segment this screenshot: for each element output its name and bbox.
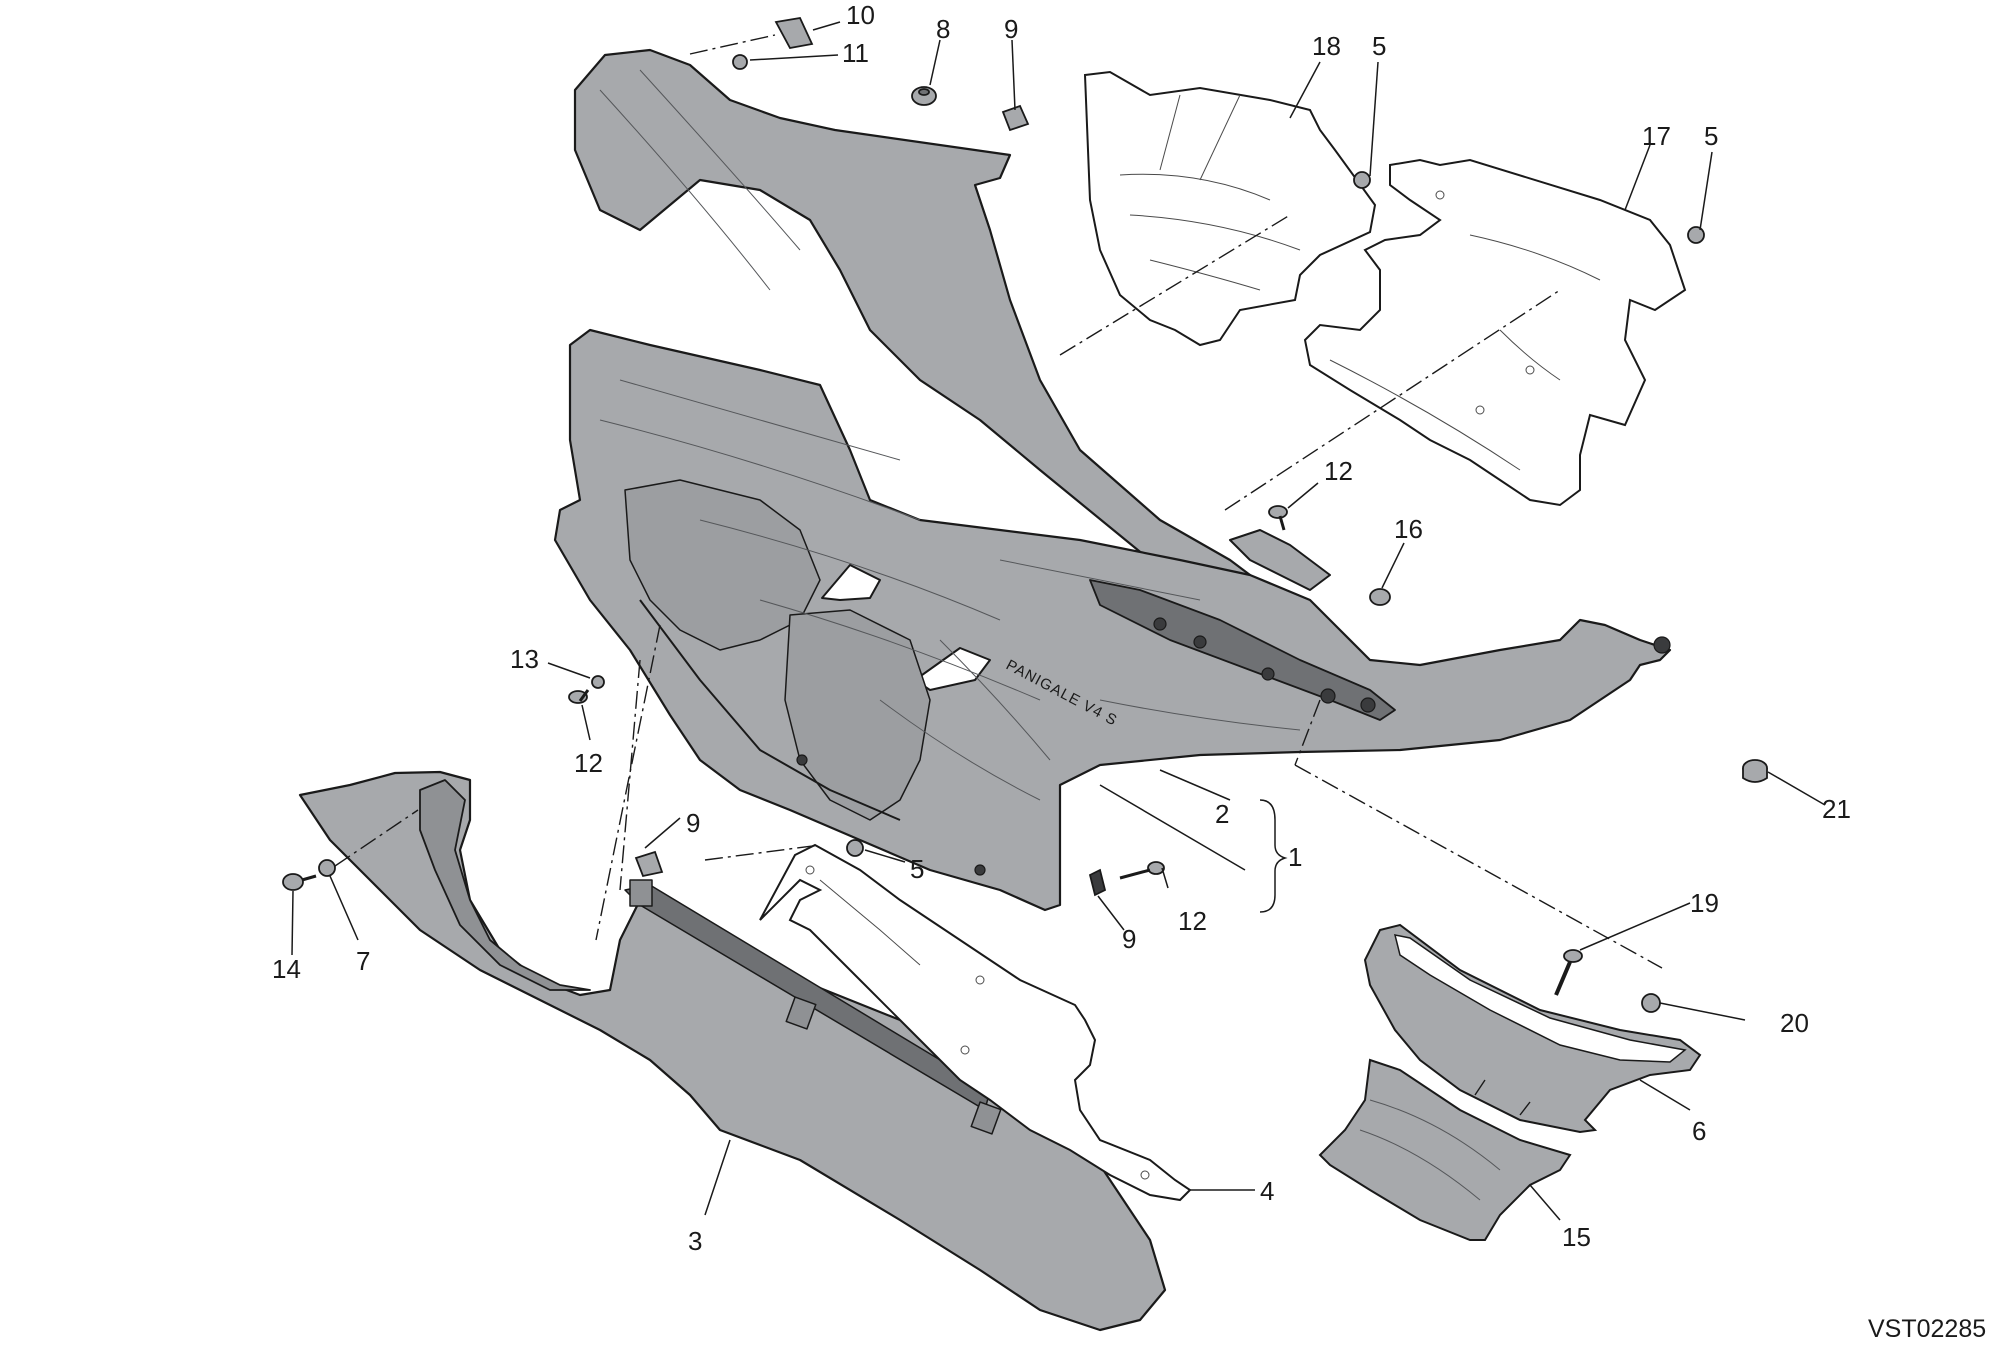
callout-18: 18	[1312, 31, 1341, 61]
callout-5: 5	[910, 854, 924, 884]
part-4-inner-panel	[759, 843, 1192, 1202]
callout-11: 11	[842, 38, 869, 68]
part-5-washer-c	[846, 839, 864, 857]
callout-9: 9	[1004, 14, 1018, 44]
fairing-vent-opening-1	[821, 564, 881, 601]
part-14-screw	[282, 873, 317, 891]
part-13-washer	[591, 675, 605, 689]
callout-15: 15	[1562, 1222, 1591, 1252]
callout-3: 3	[688, 1226, 702, 1256]
part-8-grommet	[911, 86, 937, 106]
fairing-lower-edge	[639, 599, 901, 821]
callout-13: 13	[510, 644, 539, 674]
fairing-rear-bracket	[1229, 529, 1331, 591]
leader-lines	[291, 21, 1826, 1221]
part-12-screw-a	[1268, 505, 1288, 531]
part-6-side-piece	[1363, 923, 1702, 1134]
assembly-lines	[334, 34, 1663, 1116]
fairing-holes	[796, 617, 1671, 876]
fairing-rib-panel	[784, 609, 931, 821]
callout-12: 12	[1178, 906, 1207, 936]
part-9-clip-left	[634, 850, 664, 878]
callout-19: 19	[1690, 888, 1719, 918]
part-12-screw-c	[1119, 861, 1165, 880]
fairing-vent-opening-2	[914, 647, 991, 691]
callout-8: 8	[936, 14, 950, 44]
fairing-dark-strip	[1089, 579, 1396, 721]
callout-2: 2	[1215, 799, 1229, 829]
part-12-screw-b	[568, 689, 590, 704]
callout-10: 10	[846, 0, 875, 30]
callout-12: 12	[574, 748, 603, 778]
part-5-washer-a	[1353, 171, 1371, 189]
part-20-washer	[1641, 993, 1661, 1013]
fairing-inner-panel	[624, 479, 821, 651]
main-lower-fairing: PANIGALE V4 S	[553, 48, 1672, 912]
callout-5: 5	[1704, 121, 1718, 151]
callout-labels: 10 11 8 9 18 5 17 5 12 16 13 12 21 2 1 9…	[272, 0, 1851, 1256]
callout-14: 14	[272, 954, 301, 984]
part-21-plug	[1742, 759, 1768, 783]
part-9-clip-right	[1088, 868, 1107, 897]
part-3-belly-pan	[298, 770, 1167, 1332]
part-19-bolt	[1554, 949, 1583, 996]
part-10-clip	[774, 16, 814, 50]
part-7-washer	[318, 859, 336, 877]
callout-12: 12	[1324, 456, 1353, 486]
part-16-grommet	[1369, 588, 1391, 606]
drawing-code: VST02285	[1868, 1315, 1986, 1343]
callout-1: 1	[1288, 842, 1302, 872]
callout-6: 6	[1692, 1116, 1706, 1146]
callout-7: 7	[356, 946, 370, 976]
callout-9: 9	[686, 808, 700, 838]
callout-21: 21	[1822, 794, 1851, 824]
fairing-contour-lines	[599, 69, 1301, 801]
fairing-upper-arm	[573, 48, 1272, 602]
callout-20: 20	[1780, 1008, 1809, 1038]
callout-17: 17	[1642, 121, 1671, 151]
callout-5: 5	[1372, 31, 1386, 61]
part-5-washer-b	[1687, 226, 1705, 244]
part-18-heat-shield	[1083, 70, 1377, 347]
callout-9: 9	[1122, 924, 1136, 954]
part-11-washer	[732, 54, 748, 70]
hardware-parts	[282, 16, 1768, 1013]
part-15-lower-piece	[1318, 1058, 1572, 1241]
callout-16: 16	[1394, 514, 1423, 544]
callout-4: 4	[1260, 1176, 1274, 1206]
